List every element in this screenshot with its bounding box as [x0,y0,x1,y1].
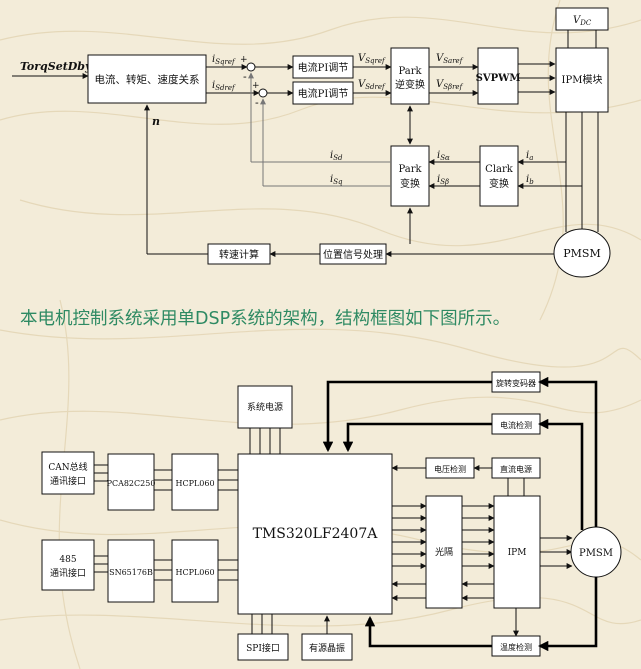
inverse-park-line1: Park [398,66,422,77]
vsdref-label: VSdref [358,79,386,91]
vdc-block [555,7,609,31]
pmsm-motor-top [553,228,611,278]
relation-block [87,54,207,104]
clark-block [479,145,519,207]
inverse-park-block [390,47,430,105]
vsbref-label: VSβref [436,79,464,91]
isd-label: iSd [330,150,343,162]
ib-label: ib [526,174,534,186]
park-line2: 变换 [400,177,420,190]
plus-q: + [240,55,248,65]
isb-label: iSβ [437,174,449,186]
pi-d-label: 电流PI调节 [298,87,349,100]
park-line1: Park [398,164,422,175]
relation-block-label: 电流、转矩、速度关系 [95,73,200,86]
vdc-label: VDC [573,15,592,27]
pi-q-label: 电流PI调节 [298,61,349,74]
svpwm-block [477,47,519,105]
minus-q: - [243,70,247,83]
ipm-module-label: IPM模块 [562,74,603,86]
inverse-park-line2: 逆变换 [395,78,425,91]
position-process-label: 位置信号处理 [323,248,383,261]
description-caption: 本电机控制系统采用单DSP系统的架构，结构框图如下图所示。 [20,309,511,329]
clark-line1: Clark [485,164,514,175]
n-label: n [152,115,160,128]
input-label: TorqSetDby [20,60,93,73]
isdref-label: iSdref [212,80,236,92]
vsqref-label: VSqref [358,53,386,65]
plus-d: + [252,81,260,91]
svpwm-label: SVPWM [476,73,521,84]
isqref-label: iSqref [212,54,236,66]
ipm-module-block [555,47,609,113]
isa-label: iSα [437,150,450,162]
sum-junction-d [258,88,268,98]
top-control-diagram: TorqSetDby 电流、转矩、速度关系 iSqref iSdref + - … [12,7,611,278]
minus-d: - [255,96,259,109]
park-block [390,145,430,207]
pmsm-label-top: PMSM [563,247,600,260]
clark-line2: 变换 [489,177,509,190]
speed-calc-label: 转速计算 [219,248,259,261]
isq-label: iSq [330,174,343,186]
sum-junction-q [246,62,256,72]
ia-label: ia [526,150,533,162]
vsaref-label: VSaref [436,53,464,65]
